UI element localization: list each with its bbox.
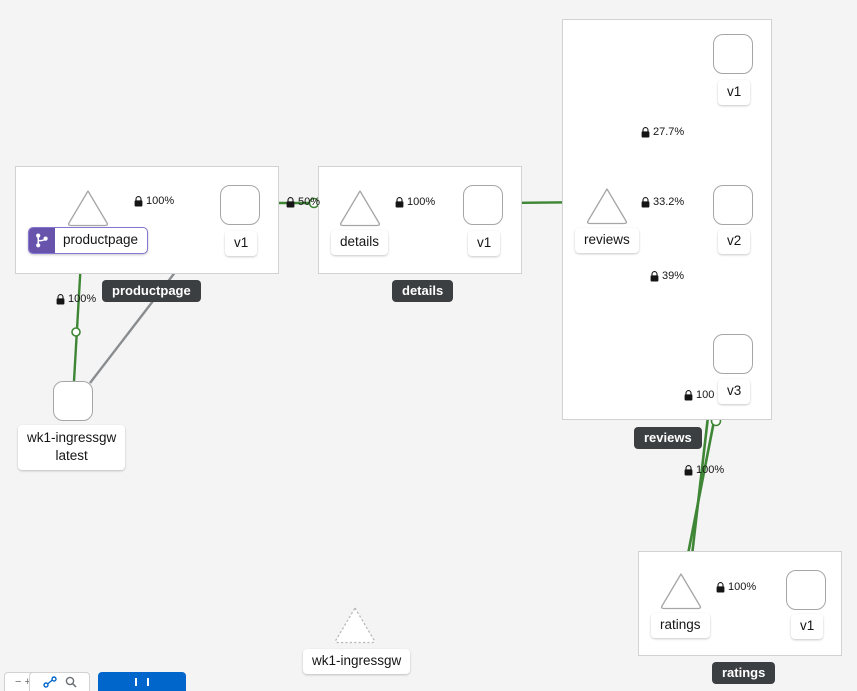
lock-icon: [650, 271, 659, 282]
primary-action-glyph-right: [147, 677, 149, 686]
lock-icon: [395, 197, 404, 208]
node-label-reviews-v1: v1: [718, 80, 751, 105]
code-branch-icon: [29, 228, 55, 253]
primary-action-button[interactable]: [98, 672, 186, 691]
service-triangle-icon: [339, 190, 381, 227]
node-wk1-ingressgw[interactable]: [53, 381, 93, 421]
edge-percent: 33.2%: [653, 196, 685, 208]
edge-label-reviews-to-v2: 33.2%: [641, 197, 684, 208]
node-reviews-v1[interactable]: [713, 34, 753, 74]
node-ratings-v1[interactable]: [786, 570, 826, 610]
edge-percent: 100%: [146, 195, 175, 207]
code-branch-glyph: [36, 233, 48, 248]
graph-layout-button[interactable]: [29, 672, 90, 691]
node-reviews-v3[interactable]: [713, 334, 753, 374]
edge-label-reviews-v3-to-ratings: 100: [684, 390, 714, 401]
edge-percent: 50%: [298, 196, 321, 208]
edge-percent: 100%: [696, 464, 725, 476]
node-label-details-v1: v1: [468, 231, 501, 256]
namespace-label-ratings[interactable]: ratings: [712, 662, 776, 684]
edge-percent: 39%: [662, 270, 685, 282]
edge-label-reviews-to-v3: 39%: [650, 271, 684, 282]
node-reviews-v2[interactable]: [713, 185, 753, 225]
edge-label-reviews-to-v1: 27.7%: [641, 127, 684, 138]
node-label-reviews: reviews: [575, 228, 639, 253]
node-label-productpage: productpage: [63, 232, 139, 247]
service-triangle-dashed-icon: [334, 607, 376, 644]
node-label-wk1-ingressgw: wk1-ingressgw latest: [18, 425, 126, 470]
lock-icon: [684, 390, 693, 401]
node-label-reviews-v2: v2: [718, 229, 751, 254]
namespace-label-reviews[interactable]: reviews: [634, 427, 702, 449]
lock-icon: [56, 294, 65, 305]
edge-label-productpage-to-v1: 100%: [134, 196, 174, 207]
service-triangle-icon: [67, 190, 109, 227]
lock-icon: [286, 197, 295, 208]
lock-icon: [641, 197, 650, 208]
node-label-reviews-v3: v3: [718, 379, 751, 404]
lock-icon: [684, 465, 693, 476]
node-label-wk1-ingressgw-service: wk1-ingressgw: [303, 649, 411, 674]
search-icon: [65, 676, 77, 688]
edge-percent: 100: [696, 389, 715, 401]
edge-percent: 100%: [407, 196, 436, 208]
service-triangle-icon: [586, 188, 628, 225]
node-label-productpage-v1: v1: [225, 231, 258, 256]
node-label-ratings: ratings: [651, 613, 710, 638]
lock-icon: [134, 196, 143, 207]
topology-icon: [42, 676, 57, 688]
service-triangle-icon: [660, 573, 702, 610]
primary-action-glyph-left: [135, 677, 137, 686]
edge-label-details-to-v1: 100%: [395, 197, 435, 208]
edge-percent: 100%: [728, 581, 757, 593]
edge-percent: 100%: [68, 293, 97, 305]
edge-label-reviews-v2-to-ratings: 100%: [684, 465, 724, 476]
edge-label-ratings-to-v1: 100%: [716, 582, 756, 593]
namespace-label-details[interactable]: details: [392, 280, 454, 302]
edge-label-productpage-v1-to-details: 50%: [286, 197, 320, 208]
node-label-productpage-with-vs-badge[interactable]: productpage: [28, 227, 149, 254]
node-label-details: details: [331, 230, 389, 255]
lock-icon: [641, 127, 650, 138]
node-label-ratings-v1: v1: [791, 614, 824, 639]
zoom-icon: − +: [15, 676, 31, 688]
node-productpage-v1[interactable]: [220, 185, 260, 225]
node-details-v1[interactable]: [463, 185, 503, 225]
lock-icon: [716, 582, 725, 593]
namespace-label-productpage[interactable]: productpage: [102, 280, 201, 302]
edge-label-ingress-to-productpage: 100%: [56, 294, 96, 305]
edge-percent: 27.7%: [653, 126, 685, 138]
